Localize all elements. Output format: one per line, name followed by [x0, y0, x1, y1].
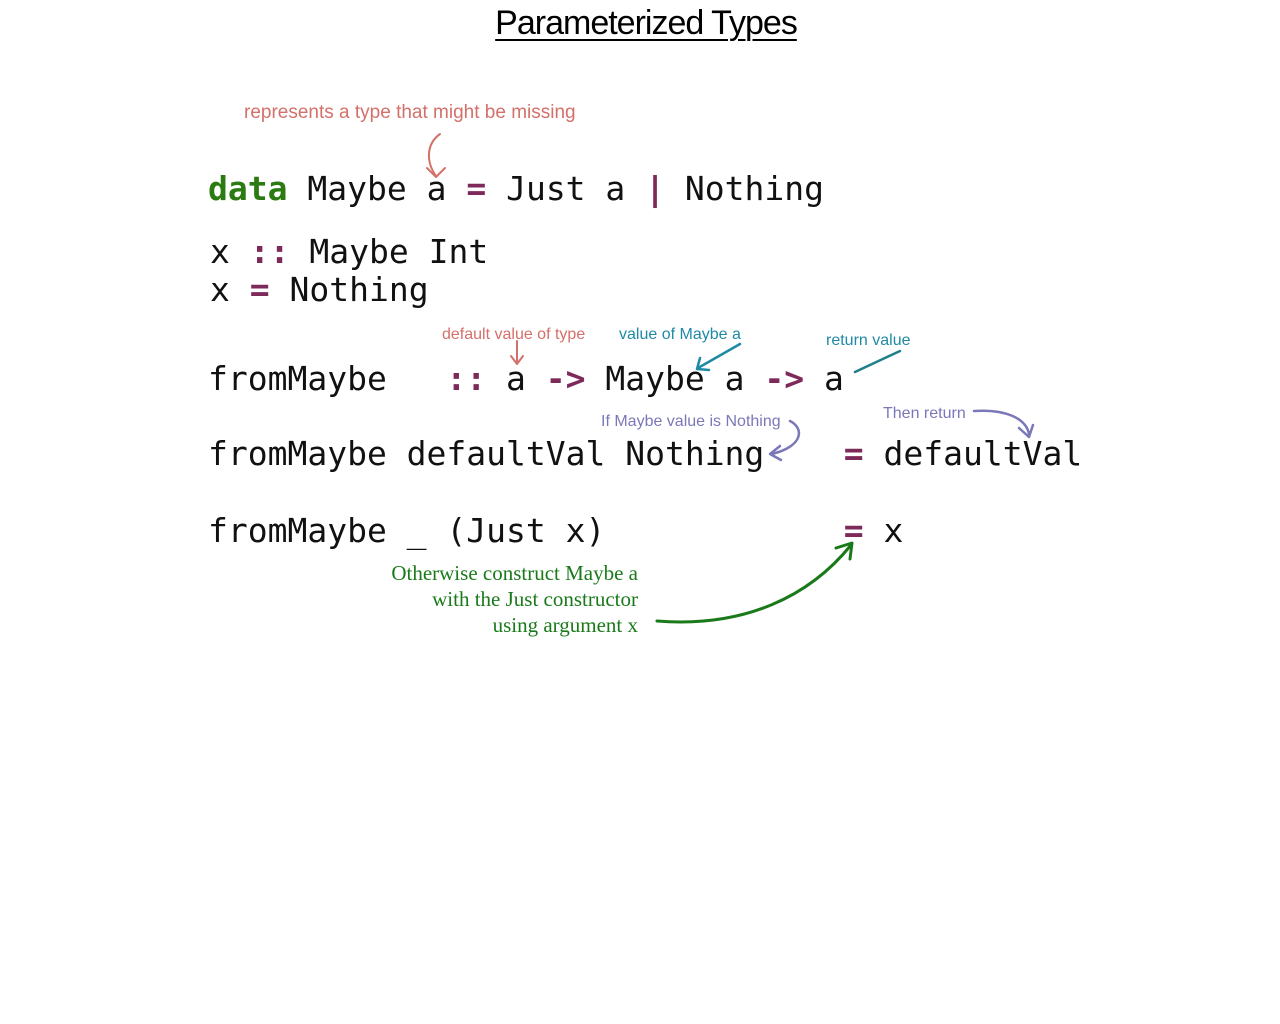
code-line-frommaybe-signature: fromMaybe :: a -> Maybe a -> a: [208, 362, 844, 395]
annotation-return-value: return value: [826, 332, 911, 349]
arrow-value-of-maybe: [696, 342, 742, 370]
code-line-frommaybe-nothing: fromMaybe defaultVal Nothing = defaultVa…: [208, 437, 1082, 470]
equals-operator: =: [843, 511, 864, 550]
bar-operator: |: [645, 169, 666, 208]
pattern-nothing: fromMaybe defaultVal Nothing: [208, 434, 765, 473]
arrow-missing: [428, 133, 441, 177]
arrow-default-value-head: [510, 355, 524, 365]
line-return-value: [853, 349, 902, 374]
result-default-val: defaultVal: [883, 434, 1083, 473]
arrow-if-nothing-head: [768, 444, 783, 462]
annotation-then-return: Then return: [883, 405, 966, 422]
type-maybe-int: Maybe Int: [309, 232, 489, 271]
arrow-otherwise: [655, 543, 853, 624]
type-arg-maybe-a: Maybe a: [605, 359, 745, 398]
type-arg-a: a: [506, 359, 526, 398]
annotation-otherwise-line-2: with the Just constructor: [432, 587, 638, 611]
type-variable: a: [426, 169, 447, 208]
keyword-data: data: [208, 169, 288, 208]
constructor-nothing: Nothing: [684, 169, 824, 208]
annotation-if-nothing: If Maybe value is Nothing: [601, 413, 781, 430]
annotation-otherwise: Otherwise construct Maybe a with the Jus…: [340, 560, 638, 638]
value-nothing: Nothing: [289, 270, 429, 309]
arrow-value-of-maybe-head: [695, 356, 711, 372]
type-annotation-operator: ::: [249, 232, 290, 271]
equals-operator: =: [249, 270, 270, 309]
slide-title: Parameterized Types: [495, 4, 798, 42]
arrow-missing-head: [426, 167, 446, 178]
arrow-otherwise-head: [834, 541, 854, 561]
equals-operator: =: [843, 434, 864, 473]
arrow-operator: ->: [764, 359, 805, 398]
variable-x: x: [210, 270, 230, 309]
code-line-x-signature: x :: Maybe Int: [210, 235, 488, 268]
code-line-frommaybe-just: fromMaybe _ (Just x) = x: [208, 514, 903, 547]
result-x: x: [883, 511, 904, 550]
arrow-operator: ->: [545, 359, 586, 398]
return-type-a: a: [824, 359, 844, 398]
variable-x: x: [210, 232, 230, 271]
annotation-otherwise-line-1: Otherwise construct Maybe a: [391, 561, 638, 585]
annotation-value-of-maybe: value of Maybe a: [619, 326, 741, 343]
annotation-missing: represents a type that might be missing: [244, 102, 576, 123]
code-line-x-definition: x = Nothing: [210, 273, 429, 306]
arrow-then-return-head: [1017, 423, 1035, 439]
code-line-data-declaration: data Maybe a = Just a | Nothing: [208, 172, 824, 205]
pattern-just-x: fromMaybe _ (Just x): [208, 511, 606, 550]
type-annotation-operator: ::: [446, 359, 487, 398]
equals-operator: =: [466, 169, 487, 208]
annotation-default-value: default value of type: [442, 326, 586, 343]
function-name: fromMaybe: [208, 359, 387, 398]
arrow-then-return: [972, 409, 1031, 436]
constructor-just: Just a: [506, 169, 626, 208]
type-name: Maybe: [307, 169, 407, 208]
arrow-if-nothing: [770, 419, 801, 456]
annotation-otherwise-line-3: using argument x: [492, 613, 638, 637]
